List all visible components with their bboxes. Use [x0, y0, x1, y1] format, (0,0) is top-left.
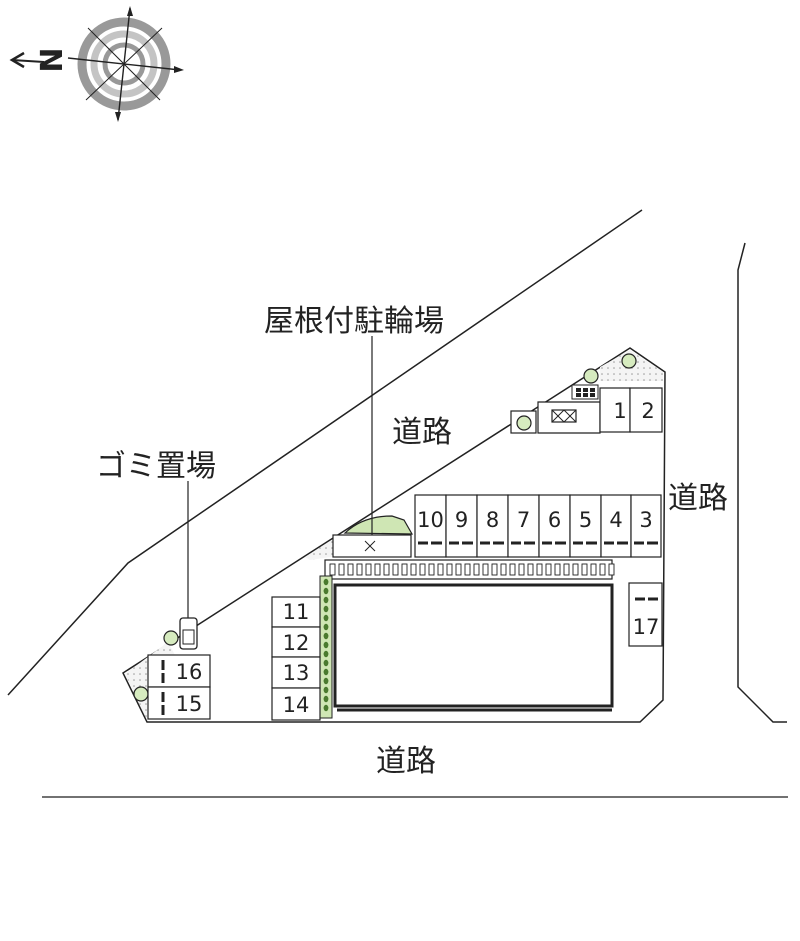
balcony-rail-post — [365, 563, 372, 576]
parking-space-6: 6 — [548, 508, 561, 532]
hedge-shrub — [323, 650, 329, 658]
parking-space-3: 3 — [639, 508, 652, 532]
balcony-rail-post — [338, 563, 345, 576]
parking-space-4: 4 — [609, 508, 622, 532]
parking-space-14: 14 — [283, 693, 310, 717]
parking-space-17: 17 — [633, 615, 660, 639]
hedge-shrub — [323, 605, 329, 613]
label-garbage-area: ゴミ置場 — [96, 449, 216, 484]
hedge-shrub — [323, 659, 329, 667]
north-arrow-icon: N — [9, 47, 70, 73]
hedge-shrub — [323, 578, 329, 586]
balcony-rail-post — [563, 563, 570, 576]
parking-space-box — [630, 494, 662, 558]
parking-space-1: 1 — [613, 399, 626, 423]
hedge-shrub — [323, 704, 329, 712]
balcony-rail-post — [608, 563, 615, 576]
parking-space-16: 16 — [176, 660, 203, 684]
label-covered-bicycle-parking: 屋根付駐輪場 — [264, 304, 444, 339]
balcony-rail-post — [536, 563, 543, 576]
hedge-shrub — [323, 614, 329, 622]
parking-space-13: 13 — [283, 661, 310, 685]
balcony-rail-post — [383, 563, 390, 576]
balcony-rail-post — [581, 563, 588, 576]
balcony-rail-post — [590, 563, 597, 576]
parking-space-box — [445, 494, 478, 558]
balcony-rail-post — [518, 563, 525, 576]
balcony-rail-post — [464, 563, 471, 576]
hedge-shrub — [323, 695, 329, 703]
balcony-rail-post — [428, 563, 435, 576]
balcony-rail-post — [329, 563, 336, 576]
hedge-shrub — [323, 596, 329, 604]
hedge-shrub — [323, 668, 329, 676]
balcony-rail-post — [392, 563, 399, 576]
balcony-rail-post — [554, 563, 561, 576]
parking-space-box — [507, 494, 540, 558]
label-road-center: 道路 — [392, 415, 452, 450]
balcony-rail-post — [419, 563, 426, 576]
balcony-rail-post — [599, 563, 606, 576]
parking-space-12: 12 — [283, 631, 310, 655]
parking-space-box — [538, 494, 571, 558]
balcony-rail-post — [437, 563, 444, 576]
parking-space-11: 11 — [283, 600, 310, 624]
balcony-rail-post — [455, 563, 462, 576]
north-label: N — [35, 47, 70, 72]
balcony-rail-post — [500, 563, 507, 576]
hedge-shrub — [323, 623, 329, 631]
balcony-rail-post — [401, 563, 408, 576]
balcony-rail-post — [509, 563, 516, 576]
road-edge-top — [7, 209, 643, 696]
balcony-rail-post — [446, 563, 453, 576]
balcony-rail-post — [527, 563, 534, 576]
parking-space-box — [600, 494, 632, 558]
compass-rose-icon — [67, 6, 184, 122]
hedge-shrub — [323, 686, 329, 694]
garbage-box — [179, 617, 198, 650]
balcony-rail-post — [356, 563, 363, 576]
hedge-shrub — [323, 677, 329, 685]
balcony-rail-post — [410, 563, 417, 576]
hedge-shrub — [323, 587, 329, 595]
label-road-right: 道路 — [668, 481, 728, 516]
parking-space-2: 2 — [641, 399, 654, 423]
parking-space-8: 8 — [486, 508, 499, 532]
label-road-bottom: 道路 — [376, 744, 436, 779]
hedge-shrub — [323, 632, 329, 640]
balcony-rail-post — [374, 563, 381, 576]
apartment-building — [319, 559, 615, 719]
balcony-rail-post — [473, 563, 480, 576]
tree-icon — [133, 353, 637, 702]
balcony-rail-post — [347, 563, 354, 576]
meter-box-icon — [537, 401, 601, 434]
covered-bicycle-parking — [332, 515, 414, 558]
utility-box-icon — [571, 384, 599, 400]
balcony-rail-post — [482, 563, 489, 576]
balcony-rail-post — [491, 563, 498, 576]
hedge-shrub — [323, 641, 329, 649]
parking-space-box — [569, 494, 602, 558]
parking-space-10: 10 — [417, 508, 444, 532]
road-edge-right — [737, 242, 787, 723]
parking-space-15: 15 — [176, 692, 203, 716]
balcony-rail-post — [572, 563, 579, 576]
parking-space-7: 7 — [517, 508, 530, 532]
ground-strip-top — [305, 536, 338, 560]
parking-space-9: 9 — [455, 508, 468, 532]
drain-icon — [510, 410, 537, 434]
parking-space-5: 5 — [579, 508, 592, 532]
balcony-rail-post — [545, 563, 552, 576]
